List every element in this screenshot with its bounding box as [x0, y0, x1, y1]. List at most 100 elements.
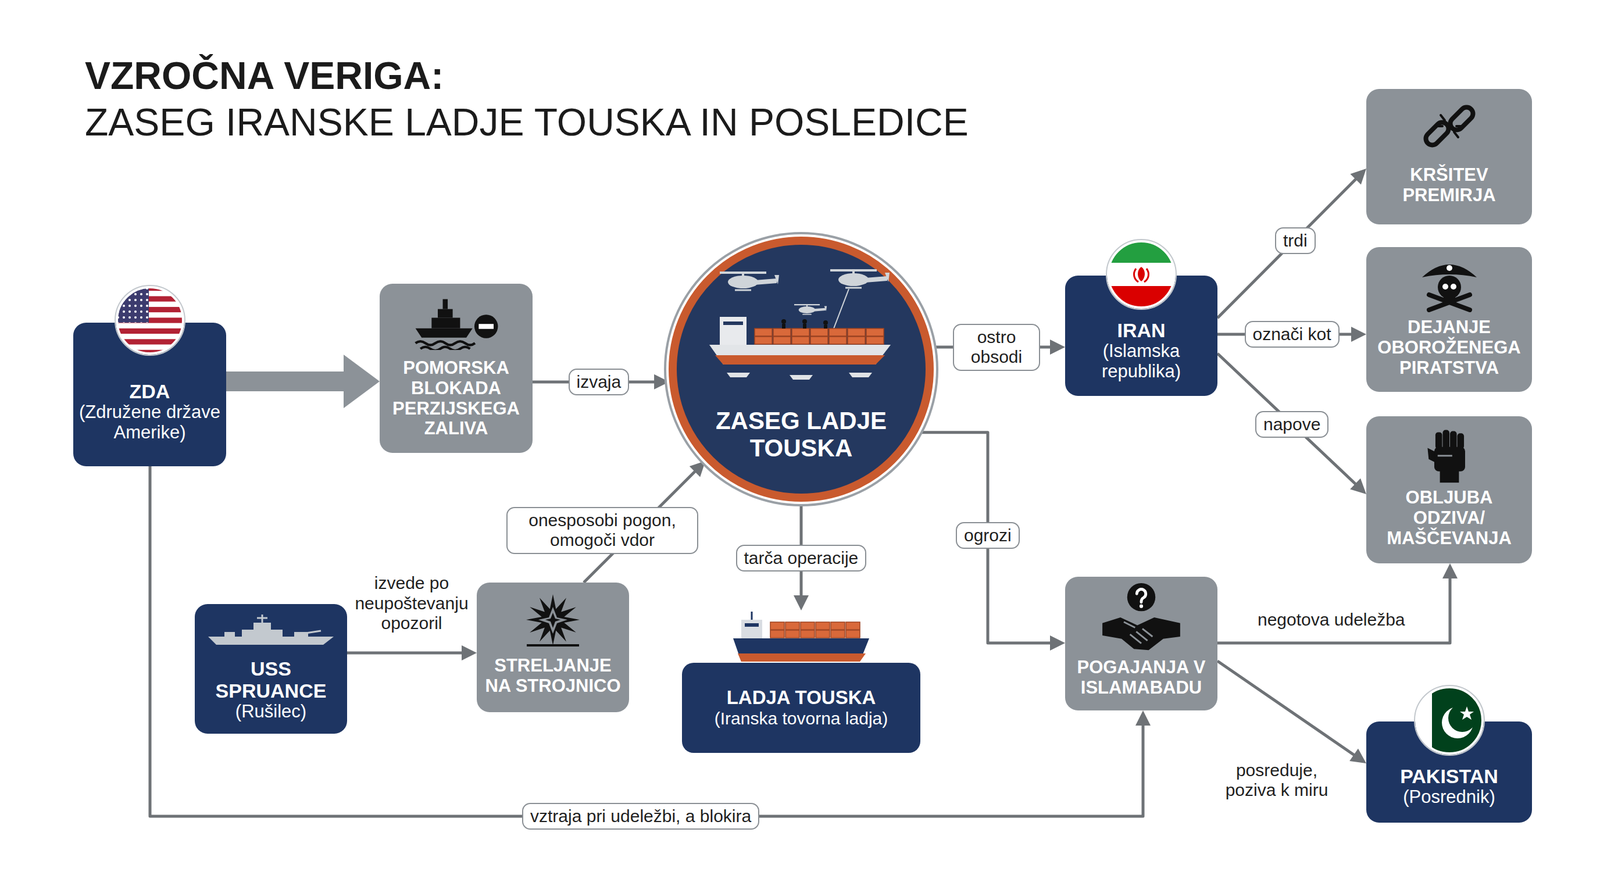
icon-part: [770, 622, 785, 630]
icon-part: [1137, 266, 1145, 282]
icon-part: [1439, 470, 1459, 483]
boom-icon: [515, 589, 591, 648]
arrowhead: [1050, 635, 1066, 651]
central-event-circle: ZASEG LADJE TOUSKA: [668, 236, 934, 502]
icon-part: [1422, 264, 1477, 278]
icon-part: [815, 630, 830, 638]
node-heading: LADJA TOUSKA: [688, 687, 914, 709]
icon-part: [1414, 685, 1485, 756]
icon-part: [847, 336, 866, 345]
icon-part: [833, 288, 849, 329]
icon-part: [723, 321, 744, 325]
icon-part: [773, 336, 791, 345]
connector-line: [1217, 353, 1357, 486]
node-subtext: (Združene države Amerike): [79, 402, 221, 443]
icon-part: [1106, 262, 1177, 287]
icon-part: [1108, 241, 1175, 308]
icon-part: [781, 323, 786, 329]
icon-part: [1422, 119, 1451, 148]
arrowhead: [689, 461, 706, 478]
node-heading: OBLJUBA ODZIVA/ MAŠČEVANJA: [1372, 487, 1527, 549]
icon-part: [115, 285, 185, 356]
icon-part: [526, 644, 580, 647]
icon-part: [1456, 433, 1464, 449]
text-group: USS SPRUANCE(Rušilec): [194, 657, 348, 723]
text-group: OBLJUBA ODZIVA/ MAŠČEVANJA: [1366, 487, 1532, 549]
icon-part: [866, 328, 884, 337]
icon-part: [1436, 115, 1463, 138]
icon-part: [830, 270, 890, 288]
text-group: IRAN(Islamska republika): [1065, 319, 1218, 382]
connector-line: [1217, 576, 1450, 644]
chain-icon: [1419, 97, 1480, 156]
icon-part: [1450, 283, 1457, 290]
icon-part: [830, 630, 845, 638]
icon-part: [845, 630, 860, 638]
connector: [1217, 168, 1367, 319]
node-subtext: (Rušilec): [200, 701, 342, 723]
icon-part: [1102, 617, 1181, 650]
icon-part: [696, 256, 906, 385]
text-group: KRŠITEV PREMIRJA: [1366, 165, 1532, 206]
icon-part: [1427, 447, 1435, 463]
node-heading: ZDA: [79, 380, 221, 403]
cargo-ship-box: LADJA TOUSKA(Iranska tovorna ladja): [681, 610, 921, 753]
icon-part: [116, 287, 184, 354]
icon-part: [1106, 239, 1177, 310]
ship-box: USS SPRUANCE(Rušilec): [194, 604, 348, 734]
connector-line: [226, 371, 349, 392]
connector: [150, 466, 1151, 817]
node-subtext: (Posrednik): [1372, 787, 1527, 808]
icon-part: [1134, 268, 1149, 282]
country-box: PAKISTAN(Posrednik): [1366, 721, 1532, 823]
arrowhead: [793, 595, 809, 611]
node-subtext: (Iranska tovorna ladja): [688, 708, 914, 729]
icon-part: [847, 328, 866, 337]
node-heading: KRŠITEV PREMIRJA: [1372, 165, 1527, 206]
icon-part: [791, 336, 810, 345]
icon-part: [1443, 293, 1456, 301]
icon-part: [773, 328, 791, 337]
text-group: DEJANJE OBOROŽENEGA PIRATSTVA: [1366, 317, 1532, 378]
icon-part: [1127, 583, 1156, 612]
icon-part: [1136, 589, 1146, 603]
icon-part: [1416, 687, 1483, 754]
icon-part: [412, 294, 500, 350]
text-group: POMORSKA BLOKADA PERZIJSKEGA ZALIVA: [379, 358, 533, 439]
connector: [1217, 661, 1367, 764]
node-heading: POGAJANJA V ISLAMABADU: [1070, 657, 1212, 698]
icon-part: [848, 372, 873, 378]
icon-part: [800, 622, 815, 630]
icon-part: [115, 285, 185, 356]
edge-label: tarča operacije: [736, 544, 867, 573]
icon-part: [1419, 97, 1480, 156]
fist-icon: [1423, 423, 1476, 485]
arrowhead: [1351, 326, 1367, 342]
icon-part: [1433, 446, 1465, 471]
node-heading: PAKISTAN: [1372, 765, 1527, 788]
text-group: ZASEG LADJE TOUSKA: [705, 406, 898, 462]
connector: [1217, 353, 1367, 495]
edge-label: onesposobi pogon, omogoči vdor: [506, 506, 699, 555]
blok-icon: [412, 294, 500, 350]
arrowhead: [1135, 710, 1151, 726]
arrowhead: [461, 645, 477, 661]
icon-part: [733, 638, 870, 662]
subtitle: ZASEG IRANSKE LADJE TOUSKA IN POSLEDICE: [84, 100, 969, 145]
icon-part: [709, 344, 891, 365]
arrowhead: [1442, 563, 1458, 579]
icon-part: [823, 320, 828, 325]
icon-part: [256, 617, 268, 620]
icon-part: [478, 323, 494, 330]
icon-part: [865, 276, 888, 283]
icon-part: [728, 610, 874, 664]
icon-part: [838, 273, 869, 287]
icon-part: [1442, 430, 1450, 450]
icon-part: [810, 336, 828, 345]
icon-part: [305, 630, 321, 634]
arrowhead: [1350, 478, 1367, 495]
icon-part: [802, 319, 807, 324]
icon-part: [791, 328, 810, 337]
icon-part: [866, 336, 884, 345]
icon-part: [770, 630, 785, 638]
